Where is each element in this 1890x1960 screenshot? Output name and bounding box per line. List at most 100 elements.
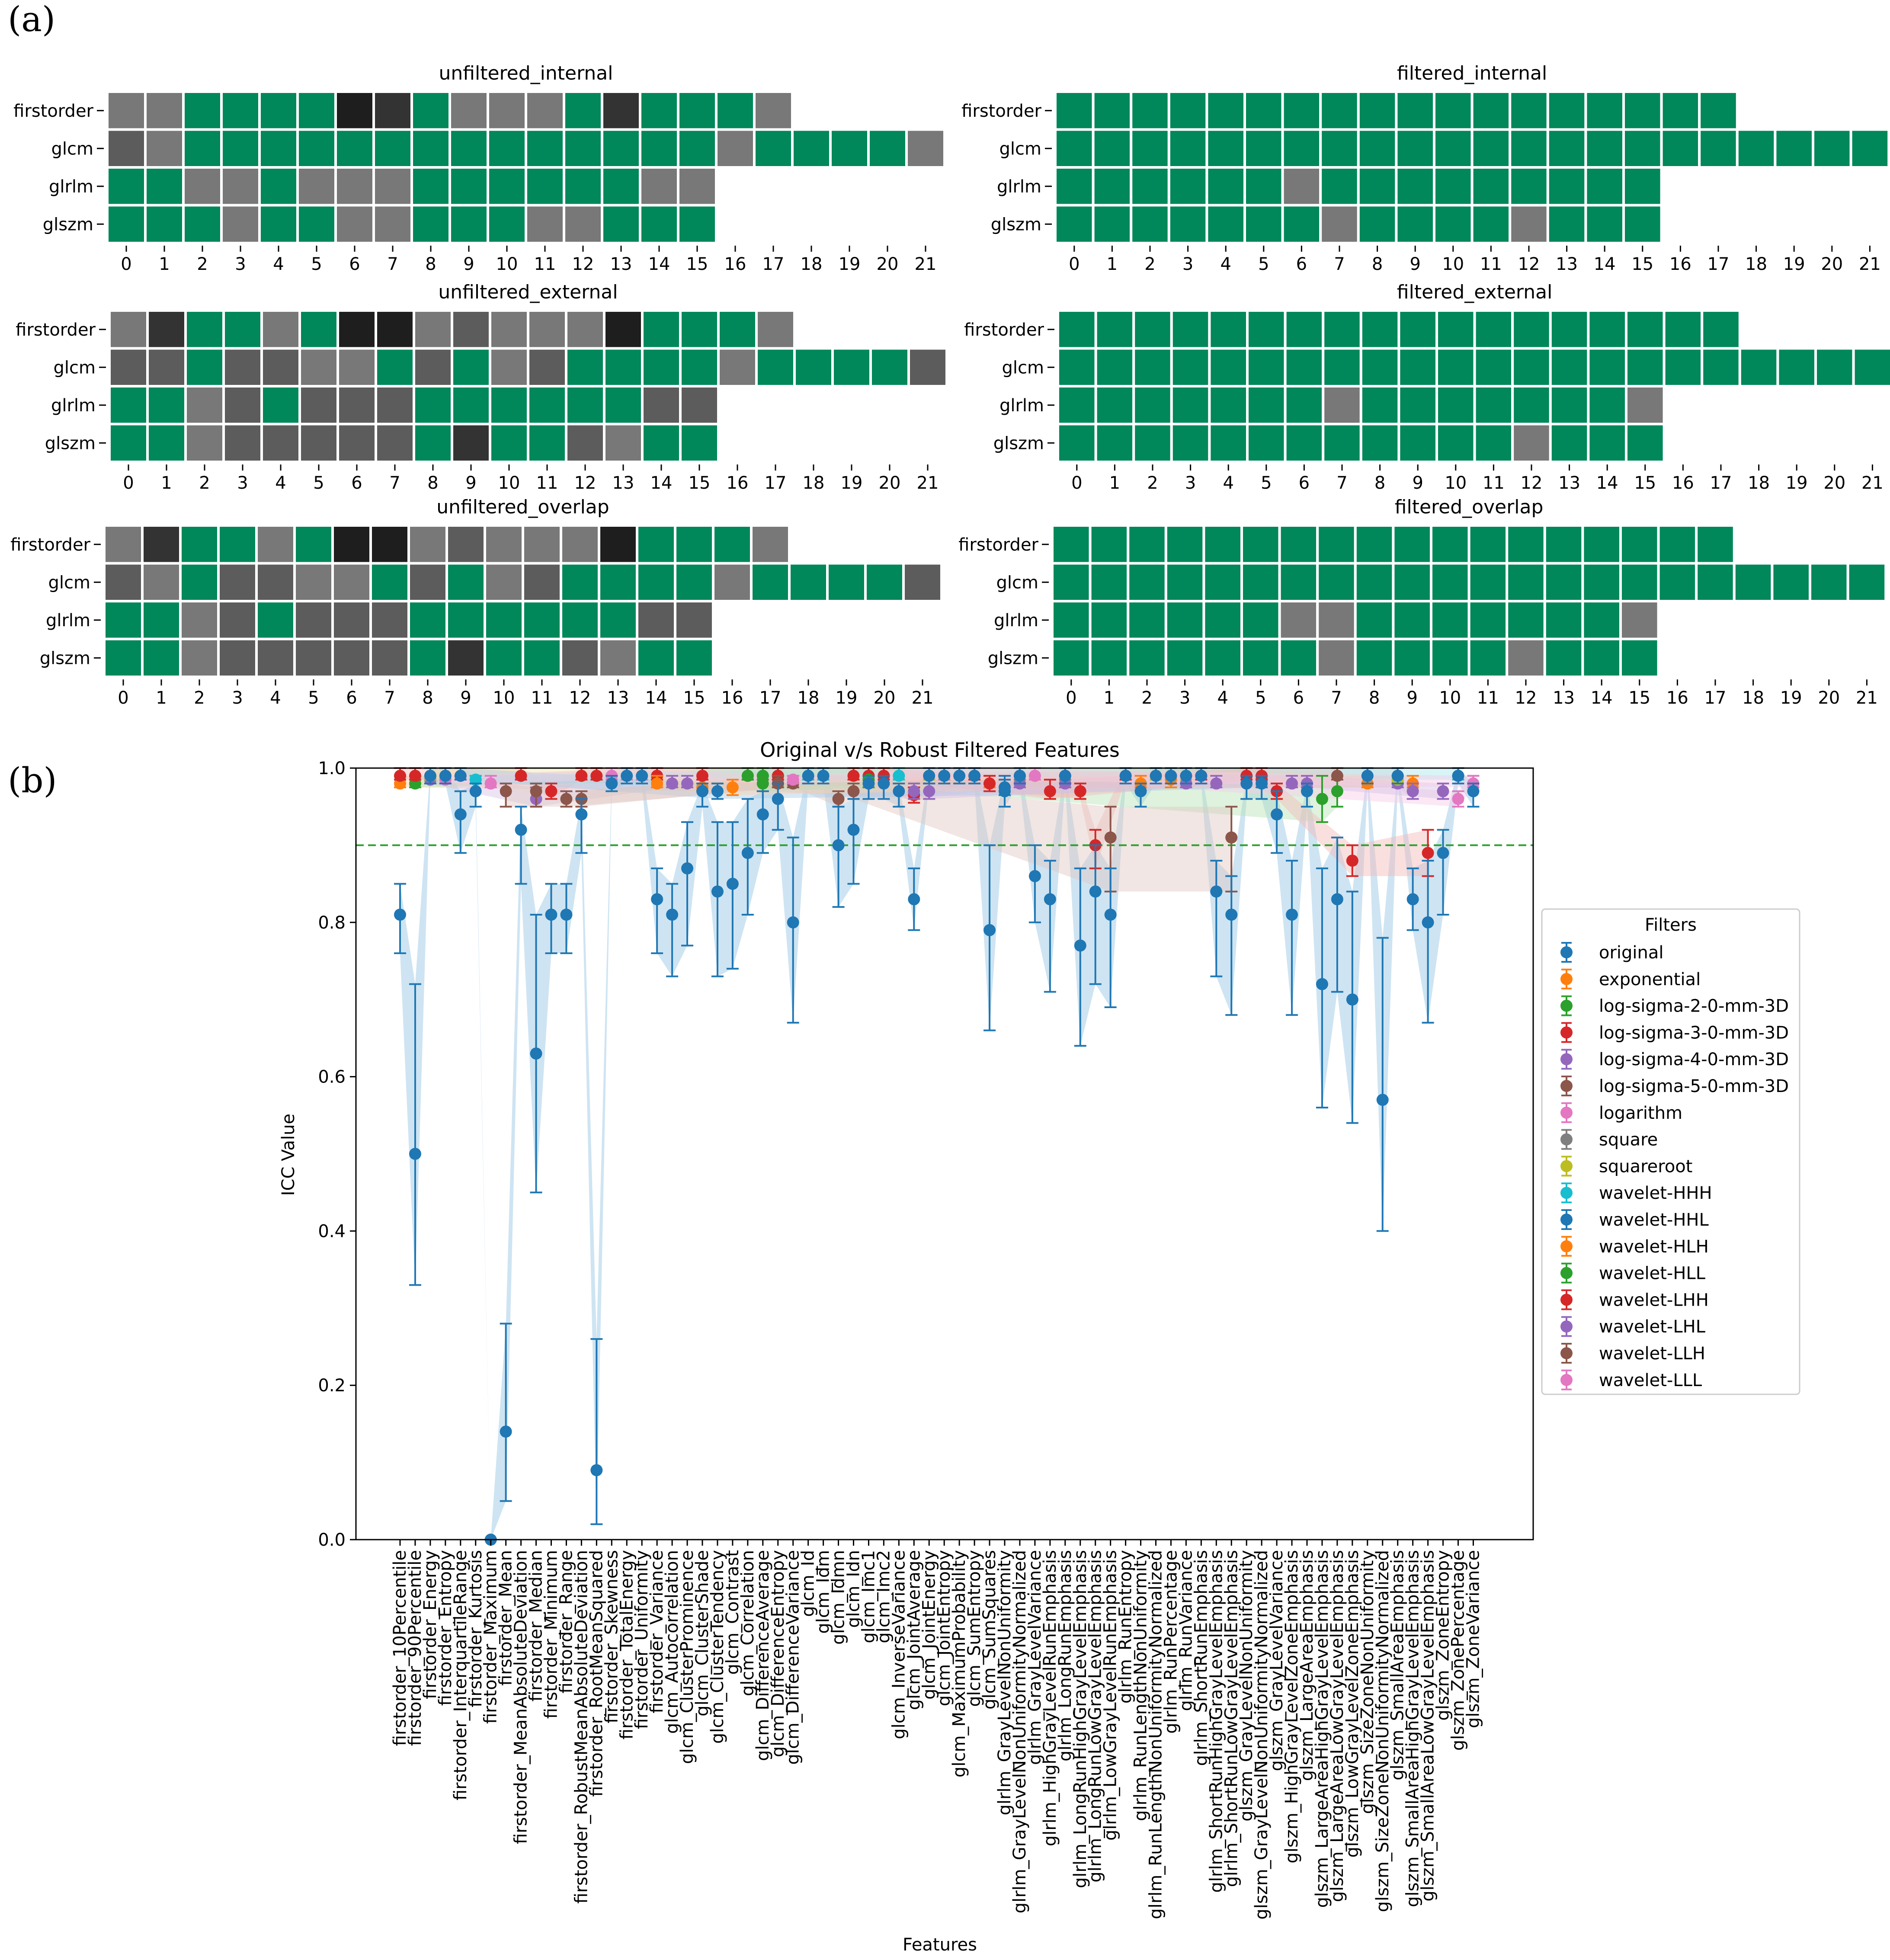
heatmap-cell (1278, 562, 1319, 602)
col-label: 1 (161, 473, 172, 493)
data-point (923, 782, 935, 800)
heatmap-cell (1208, 309, 1249, 350)
heatmap-cell (1549, 423, 1590, 463)
col-label: 5 (308, 688, 319, 708)
marker (394, 769, 406, 782)
data-point (1316, 867, 1328, 1108)
heatmap-cell (1392, 637, 1432, 678)
heatmap-cell (1625, 423, 1666, 463)
data-point (1074, 782, 1086, 800)
heatmap-cell (1316, 637, 1357, 678)
heatmap-cell (1281, 128, 1322, 169)
heatmap-cell (1316, 562, 1357, 602)
heatmap-cell (369, 562, 410, 602)
heatmap-cell (1849, 128, 1890, 169)
data-point (515, 806, 527, 885)
x-tick-label: glrlm_GrayLevelNonUniformityNormalized (1010, 1550, 1030, 1913)
heatmap-cell (1359, 385, 1400, 426)
data-point (1437, 829, 1449, 916)
heatmap-cell (182, 90, 223, 131)
heatmap-cell (334, 204, 375, 244)
data-point (983, 844, 996, 1031)
row-label: glcm (999, 139, 1041, 159)
heatmap-cell (1359, 309, 1400, 350)
row-label: glszm (993, 433, 1044, 453)
data-point (1256, 775, 1268, 800)
heatmap-cell (905, 128, 946, 169)
data-point (1286, 860, 1298, 1016)
data-point (787, 836, 799, 1024)
heatmap-cell (375, 423, 415, 463)
marker (439, 769, 452, 782)
col-label: 3 (237, 473, 248, 493)
heatmap-cell (1543, 524, 1584, 565)
marker (1210, 777, 1223, 790)
heatmap-cell (451, 309, 491, 350)
legend-label: log-sigma-2-0-mm-3D (1599, 996, 1789, 1016)
heatmap-cell (296, 166, 337, 207)
x-tick-label: glszm_ZoneEntropy (1433, 1550, 1453, 1721)
marker (1422, 916, 1434, 929)
heatmap-cell (1546, 166, 1587, 207)
row-label: glszm (43, 215, 93, 234)
heatmap-cell (1354, 637, 1395, 678)
data-point (908, 782, 920, 800)
x-tick-label: glrlm_RunEntropy (1116, 1550, 1136, 1704)
legend-label: squareroot (1599, 1156, 1692, 1176)
col-label: 0 (1071, 473, 1082, 493)
data-point (1134, 782, 1147, 808)
heatmap-cell (1701, 347, 1741, 388)
heatmap-cell (1132, 423, 1173, 463)
marker (1074, 939, 1086, 952)
col-label: 9 (463, 254, 474, 274)
heatmap-cell (1473, 347, 1514, 388)
heatmap-cell (1094, 423, 1135, 463)
col-label: 21 (912, 688, 934, 708)
heatmap-cell (525, 166, 565, 207)
heatmap-cell (293, 562, 334, 602)
row-label: glrlm (994, 611, 1038, 631)
heatmap-cell (601, 90, 641, 131)
heatmap-cell (1246, 309, 1287, 350)
heatmap-cell (1089, 562, 1130, 602)
data-point (1104, 867, 1117, 1009)
col-label: 8 (422, 688, 433, 708)
col-label: 3 (232, 688, 243, 708)
col-label: 21 (1859, 254, 1881, 274)
heatmap-filtered-internal: filtered_internalfirstorderglcmglrlmglsz… (961, 62, 1890, 274)
marker (938, 769, 951, 782)
heatmap-cell (1511, 309, 1552, 350)
heatmap-cell (372, 166, 413, 207)
heatmap-cell (1243, 128, 1284, 169)
x-tick-label: glcm_Autocorrelation (662, 1550, 682, 1734)
heatmap-cell (179, 600, 220, 641)
x-tick-label: glszm_SizeZoneNonUniformityNormalized (1373, 1550, 1393, 1912)
row-label: glrlm (49, 177, 93, 197)
heatmap-cell (1205, 166, 1246, 207)
marker (726, 878, 739, 890)
marker (923, 769, 935, 782)
heatmap-cell (527, 347, 567, 388)
heatmap-cell (1392, 600, 1432, 641)
col-label: 15 (1634, 473, 1656, 493)
heatmap-cell (1094, 309, 1135, 350)
col-label: 13 (1553, 688, 1575, 708)
heatmap-cell (1170, 385, 1211, 426)
heatmap-cell (563, 204, 603, 244)
heatmap-cell (1395, 204, 1435, 244)
heatmap-cell (1278, 637, 1319, 678)
heatmap-cell (445, 637, 486, 678)
x-tick-label: glszm_GrayLevelVariance (1267, 1550, 1287, 1771)
marker (1271, 808, 1283, 821)
col-label: 17 (762, 254, 785, 274)
heatmap-cell (1054, 90, 1095, 131)
x-tick-label: glrlm_LowGrayLevelRunEmphasis (1101, 1550, 1121, 1841)
heatmap-cell (1357, 90, 1398, 131)
heatmap-cell (598, 524, 638, 565)
legend-entry: log-sigma-3-0-mm-3D (1560, 1022, 1789, 1043)
heatmap-cell (1430, 562, 1470, 602)
marker (1225, 908, 1238, 921)
data-point (1346, 844, 1358, 877)
heatmap-title: unfiltered_internal (439, 62, 613, 84)
heatmap-cell (1051, 524, 1092, 565)
